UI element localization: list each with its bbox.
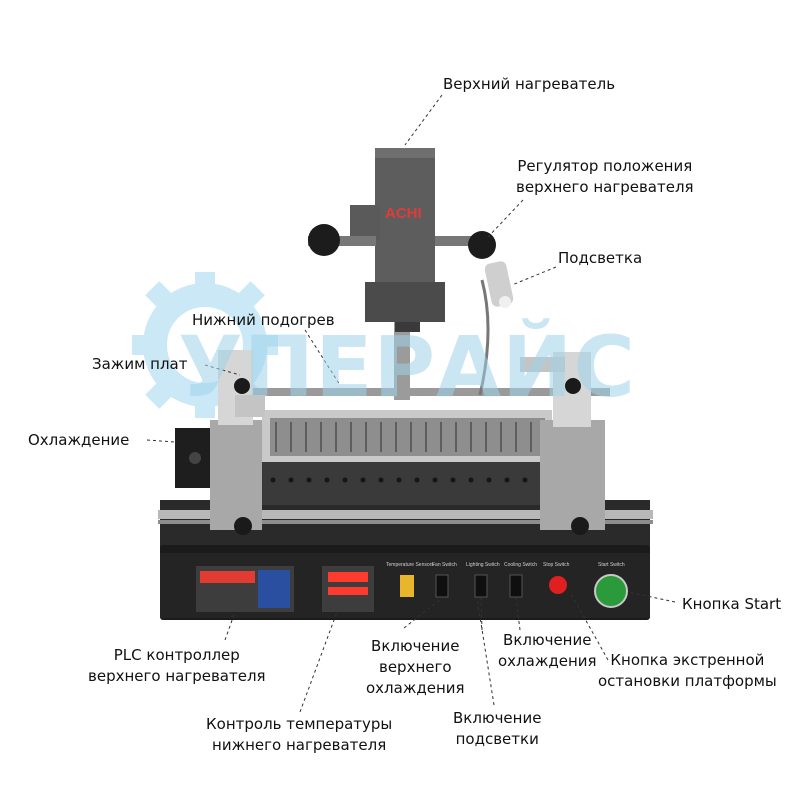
- label-backlight-switch-line1: Включение: [453, 709, 542, 727]
- lamp-cable: [478, 279, 490, 396]
- label-cooling-switch-line1: Включение: [503, 631, 592, 649]
- vent-hole: [324, 477, 330, 483]
- panel-label: Fan Switch: [432, 562, 457, 568]
- label-emergency-stop-line1: Кнопка экстренной: [610, 651, 765, 669]
- label-upper-cooling-switch-line1: Включение: [371, 637, 460, 655]
- label-cooling: Охлаждение: [28, 431, 130, 449]
- label-bottom-temp-control: Контроль температуры нижнего нагревателя: [206, 714, 392, 756]
- label-upper-cooling-switch-line2: верхнего: [378, 658, 452, 676]
- label-bottom-temp-control-line1: Контроль температуры: [206, 715, 393, 733]
- panel-label: Cooling Switch: [504, 562, 537, 568]
- label-backlight-switch-line2: подсветки: [455, 730, 539, 748]
- upper-heater: ACHI: [350, 148, 445, 332]
- label-start-button: Кнопка Start: [682, 595, 782, 613]
- label-plc-controller-line2: верхнего нагревателя: [88, 667, 266, 685]
- panel-label: Start Switch: [598, 562, 625, 568]
- vent-hole: [468, 477, 474, 483]
- vent-hole: [270, 477, 276, 483]
- slide-rails: [158, 388, 653, 524]
- board-clamp-left: [210, 350, 265, 535]
- panel-label: Stop Switch: [543, 562, 570, 568]
- vent-hole: [450, 477, 456, 483]
- fan-icon: [189, 452, 201, 464]
- start-button: [594, 574, 628, 608]
- backlight-switch: [474, 574, 488, 598]
- panel-label: Temperature Sensors: [386, 562, 434, 568]
- vent-hole: [486, 477, 492, 483]
- vent-hole: [288, 477, 294, 483]
- vent-hole: [306, 477, 312, 483]
- label-backlight: Подсветка: [558, 249, 643, 267]
- backlight-lamp: [484, 261, 514, 308]
- cooling-switch: [509, 574, 523, 598]
- vent-hole: [378, 477, 384, 483]
- vent-hole: [342, 477, 348, 483]
- upper-cooling-switch: [435, 574, 449, 598]
- vent-hole: [414, 477, 420, 483]
- label-upper-cooling-switch-line3: охлаждения: [366, 679, 465, 697]
- label-emergency-stop: Кнопка экстренной остановки платформы: [598, 650, 777, 692]
- label-bottom-preheat: Нижний подогрев: [192, 311, 335, 329]
- label-cooling-switch-line2: охлаждения: [498, 652, 597, 670]
- bottom-preheat-unit: [240, 410, 570, 505]
- board-clamp-right: [520, 352, 605, 535]
- vent-hole: [522, 477, 528, 483]
- label-bottom-temp-control-line2: нижнего нагревателя: [212, 736, 387, 754]
- label-upper-cooling-switch: Включение верхнего охлаждения: [366, 636, 465, 699]
- panel-label: Lighting Switch: [466, 562, 500, 568]
- leader-lines: [146, 94, 676, 713]
- vent-hole: [360, 477, 366, 483]
- label-position-regulator: Регулятор положения верхнего нагревателя: [516, 156, 694, 198]
- label-cooling-switch: Включение охлаждения: [498, 630, 597, 672]
- vent-hole: [432, 477, 438, 483]
- label-position-regulator-line2: верхнего нагревателя: [516, 178, 694, 196]
- vent-hole: [504, 477, 510, 483]
- emergency-stop-button: [549, 576, 567, 594]
- label-emergency-stop-line2: остановки платформы: [598, 672, 777, 690]
- label-upper-heater: Верхний нагреватель: [443, 75, 616, 93]
- label-backlight-switch: Включение подсветки: [453, 708, 541, 750]
- brand-logo: ACHI: [385, 205, 422, 222]
- watermark-text: УПЕРАЙС: [178, 318, 636, 416]
- label-position-regulator-line1: Регулятор положения: [517, 157, 693, 175]
- vent-hole: [396, 477, 402, 483]
- position-regulator: [308, 224, 496, 259]
- label-plc-controller: PLC контроллер верхнего нагревателя: [88, 645, 266, 687]
- label-board-clamp: Зажим плат: [92, 355, 188, 373]
- label-plc-controller-line1: PLC контроллер: [113, 646, 240, 664]
